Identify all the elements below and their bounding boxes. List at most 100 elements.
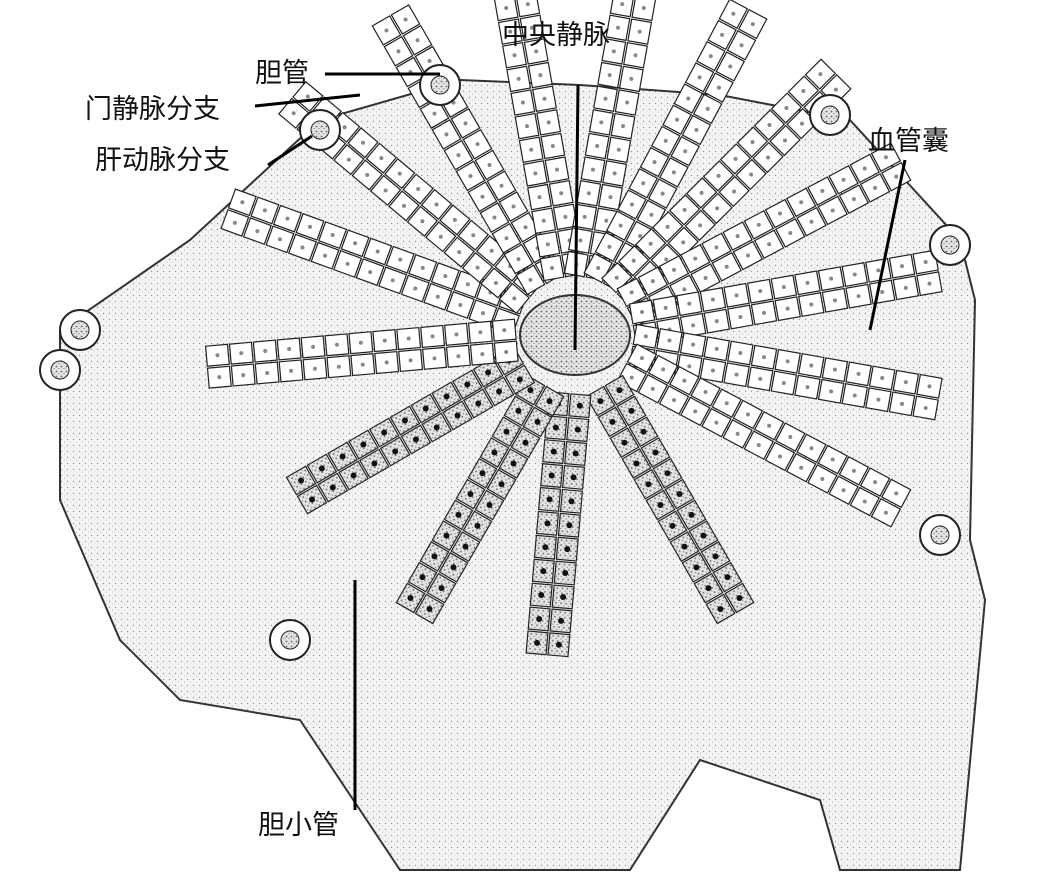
nucleus — [365, 173, 370, 178]
nucleus — [809, 219, 814, 224]
nucleus — [784, 106, 789, 111]
nucleus — [683, 149, 688, 154]
nucleus — [714, 420, 719, 425]
nucleus — [650, 279, 655, 284]
nucleus — [894, 491, 899, 496]
nucleus — [873, 185, 878, 190]
nucleus — [534, 49, 539, 54]
nucleus — [398, 257, 403, 262]
nucleus — [550, 265, 555, 270]
nucleus — [525, 124, 530, 129]
nucleus — [546, 398, 553, 405]
nucleus — [682, 378, 687, 383]
nucleus — [799, 121, 804, 126]
nucleus — [546, 496, 553, 503]
nucleus — [468, 173, 473, 178]
nucleus — [732, 189, 737, 194]
nucleus — [694, 128, 699, 133]
nucleus — [923, 260, 928, 265]
nucleus — [360, 362, 365, 367]
nucleus — [406, 336, 411, 341]
nucleus — [285, 216, 290, 221]
nucleus — [433, 424, 440, 431]
nucleus — [781, 285, 786, 290]
hepatocyte-cord — [628, 249, 943, 347]
nucleus — [475, 142, 480, 147]
nucleus — [298, 477, 305, 484]
nucleus — [603, 96, 608, 101]
nucleus — [318, 465, 325, 472]
nucleus — [672, 267, 677, 272]
nucleus — [641, 5, 646, 10]
nucleus — [652, 449, 659, 456]
nucleus — [785, 359, 790, 364]
nucleus — [629, 290, 634, 295]
nucleus — [703, 276, 708, 281]
nucleus — [629, 76, 634, 81]
hepatocyte — [493, 0, 519, 22]
nucleus — [714, 346, 719, 351]
nucleus — [559, 191, 564, 196]
nucleus — [862, 499, 867, 504]
nucleus — [511, 204, 516, 209]
nucleus — [714, 319, 719, 324]
hepatocyte — [631, 0, 657, 22]
nucleus — [809, 363, 814, 368]
nucleus — [475, 400, 482, 407]
nucleus — [413, 286, 418, 291]
nucleus — [731, 11, 736, 16]
nucleus — [700, 532, 707, 539]
nucleus — [781, 380, 786, 385]
nucleus — [480, 194, 485, 199]
nucleus — [240, 200, 245, 205]
nucleus — [358, 340, 363, 345]
vessel-lumen — [820, 105, 840, 125]
nucleus — [669, 522, 676, 529]
nucleus — [330, 233, 335, 238]
nucleus — [766, 155, 771, 160]
leader-hepatic-artery — [267, 134, 313, 167]
vessel-lumen — [70, 320, 90, 340]
nucleus — [480, 311, 485, 316]
nucleus — [416, 187, 421, 192]
nucleus — [657, 502, 664, 509]
nucleus — [767, 423, 772, 428]
nucleus — [475, 265, 480, 270]
nucleus — [805, 385, 810, 390]
nucleus — [873, 480, 878, 485]
nucleus — [309, 496, 316, 503]
nucleus — [533, 171, 538, 176]
nucleus — [629, 202, 634, 207]
nucleus — [852, 393, 857, 398]
nucleus — [756, 222, 761, 227]
nucleus — [633, 53, 638, 58]
nucleus — [735, 234, 740, 239]
nucleus — [336, 364, 341, 369]
nucleus — [616, 387, 623, 394]
nucleus — [663, 138, 668, 143]
nucleus — [527, 387, 534, 394]
nucleus — [841, 177, 846, 182]
nucleus — [499, 183, 504, 188]
nucleus — [738, 315, 743, 320]
nucleus — [809, 302, 814, 307]
nucleus — [555, 167, 560, 172]
nucleus — [516, 76, 521, 81]
nucleus — [715, 206, 720, 211]
nucleus — [641, 181, 646, 186]
nucleus — [432, 356, 437, 361]
nucleus — [534, 639, 541, 646]
nucleus — [832, 298, 837, 303]
nucleus — [616, 147, 621, 152]
nucleus — [809, 446, 814, 451]
nucleus — [397, 171, 402, 176]
hepatocyte-cord — [285, 345, 536, 515]
vessel-lumen — [930, 525, 950, 545]
nucleus — [714, 245, 719, 250]
nucleus — [621, 439, 628, 446]
nucleus — [478, 330, 483, 335]
nucleus — [927, 384, 932, 389]
nucleus — [686, 96, 691, 101]
nucleus — [574, 426, 581, 433]
nucleus — [464, 381, 471, 388]
